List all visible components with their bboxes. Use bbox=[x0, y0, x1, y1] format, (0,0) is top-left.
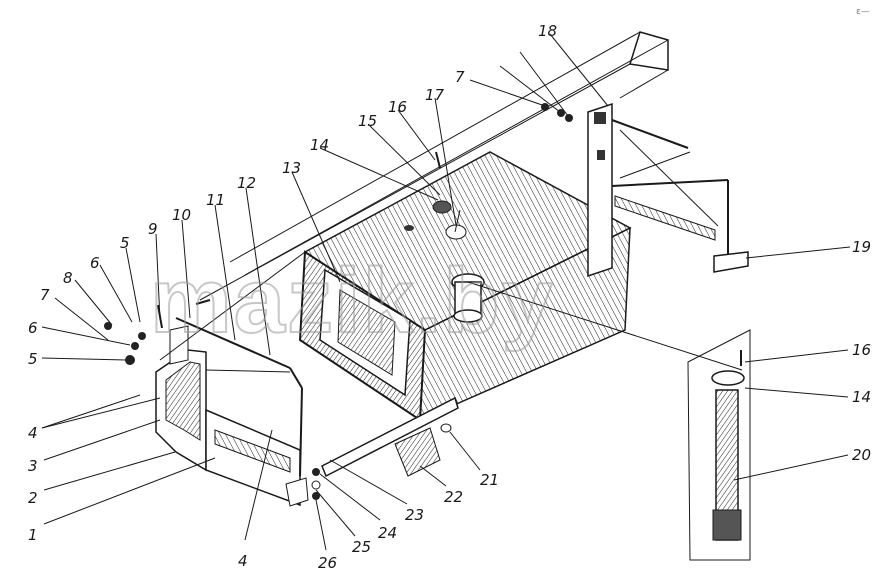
callout-23: 23 bbox=[405, 506, 424, 524]
fasteners bbox=[104, 103, 742, 500]
fuel-tank-body bbox=[298, 151, 632, 422]
callout-6: 6 bbox=[28, 319, 38, 337]
callout-24: 24 bbox=[378, 524, 397, 542]
left-bracket bbox=[155, 317, 309, 507]
callout-4: 4 bbox=[28, 424, 38, 442]
callout-25: 25 bbox=[352, 538, 371, 556]
callout-18: 18 bbox=[538, 22, 557, 40]
corner-mark: ε— bbox=[856, 7, 870, 17]
callout-2: 2 bbox=[28, 489, 38, 507]
callout-8: 8 bbox=[63, 269, 73, 287]
fuel-level-sender bbox=[687, 329, 751, 561]
callout-7: 7 bbox=[40, 286, 50, 304]
callout-5: 5 bbox=[28, 350, 38, 368]
callout-16-right: 16 bbox=[852, 341, 871, 359]
callout-1: 1 bbox=[28, 526, 38, 544]
leader-lines bbox=[41, 33, 851, 551]
callout-16: 16 bbox=[388, 98, 407, 116]
watermark: mazik.by bbox=[150, 250, 555, 352]
assembly-lines bbox=[159, 209, 743, 371]
callout-9: 9 bbox=[148, 220, 158, 238]
callout-21: 21 bbox=[480, 471, 499, 489]
callout-26: 26 bbox=[318, 554, 337, 572]
callout-15: 15 bbox=[358, 112, 377, 130]
callout-22: 22 bbox=[444, 488, 463, 506]
callout-4-lower: 4 bbox=[238, 552, 248, 570]
callout-12: 12 bbox=[237, 174, 256, 192]
callout-14-right: 14 bbox=[852, 388, 871, 406]
frame-member bbox=[199, 31, 669, 301]
right-bracket bbox=[587, 102, 749, 278]
callout-7-right: 7 bbox=[455, 68, 465, 86]
callout-19: 19 bbox=[852, 238, 871, 256]
lower-strap bbox=[321, 396, 459, 478]
callout-11: 11 bbox=[206, 191, 225, 209]
callout-5-upper: 5 bbox=[120, 234, 130, 252]
callout-13: 13 bbox=[282, 159, 301, 177]
callout-labels: 1 2 3 4 4 5 5 6 6 7 7 8 9 10 11 12 13 14… bbox=[28, 22, 871, 572]
callout-20: 20 bbox=[852, 446, 871, 464]
callout-6-upper: 6 bbox=[90, 254, 100, 272]
callout-14: 14 bbox=[310, 136, 329, 154]
callout-17: 17 bbox=[425, 86, 445, 104]
callout-10: 10 bbox=[172, 206, 191, 224]
callout-3: 3 bbox=[28, 457, 38, 475]
